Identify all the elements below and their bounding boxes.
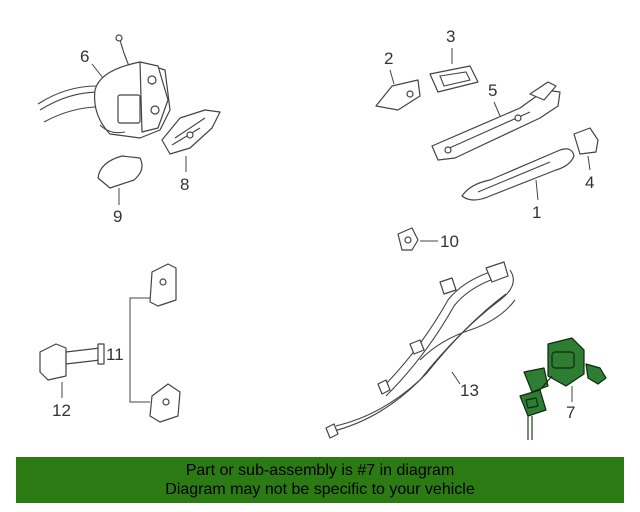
banner-line-2: Diagram may not be specific to your vehi… (165, 481, 475, 498)
part-11-hinge-brackets[interactable] (149, 263, 181, 423)
banner-line-1: Part or sub-assembly is #7 in diagram (185, 462, 455, 479)
callout-13: 13 (460, 381, 479, 400)
callout-4: 4 (585, 173, 594, 192)
part-4-cylinder-cap[interactable] (573, 127, 599, 155)
callout-6: 6 (80, 47, 89, 66)
part-5-handle-bracket[interactable] (431, 81, 561, 161)
part-3-pad[interactable] (429, 65, 479, 93)
callout-10: 10 (440, 232, 459, 251)
part-2-handle-cap[interactable] (375, 79, 421, 111)
part-9-handle-cover[interactable] (97, 155, 143, 189)
part-1-outside-handle[interactable] (461, 148, 575, 201)
callout-1: 1 (532, 203, 541, 222)
part-12-door-check[interactable] (39, 343, 105, 381)
callout-7: 7 (566, 403, 575, 422)
callout-2: 2 (384, 49, 393, 68)
part-7-lock-cylinder[interactable] (519, 337, 607, 440)
highlight-banner: Part or sub-assembly is #7 in diagram Di… (16, 457, 624, 503)
parts-diagram: 6 8 9 2 3 5 4 (37, 27, 607, 440)
part-10-clip[interactable] (397, 227, 419, 251)
part-8-inside-handle[interactable] (161, 109, 221, 155)
part-6-door-latch[interactable] (37, 34, 171, 139)
callout-5: 5 (488, 81, 497, 100)
callout-9: 9 (113, 207, 122, 226)
callout-8: 8 (180, 175, 189, 194)
callout-11: 11 (106, 345, 124, 364)
callout-12: 12 (52, 401, 71, 420)
callout-3: 3 (446, 27, 455, 46)
part-13-wiring-harness[interactable] (325, 261, 516, 439)
